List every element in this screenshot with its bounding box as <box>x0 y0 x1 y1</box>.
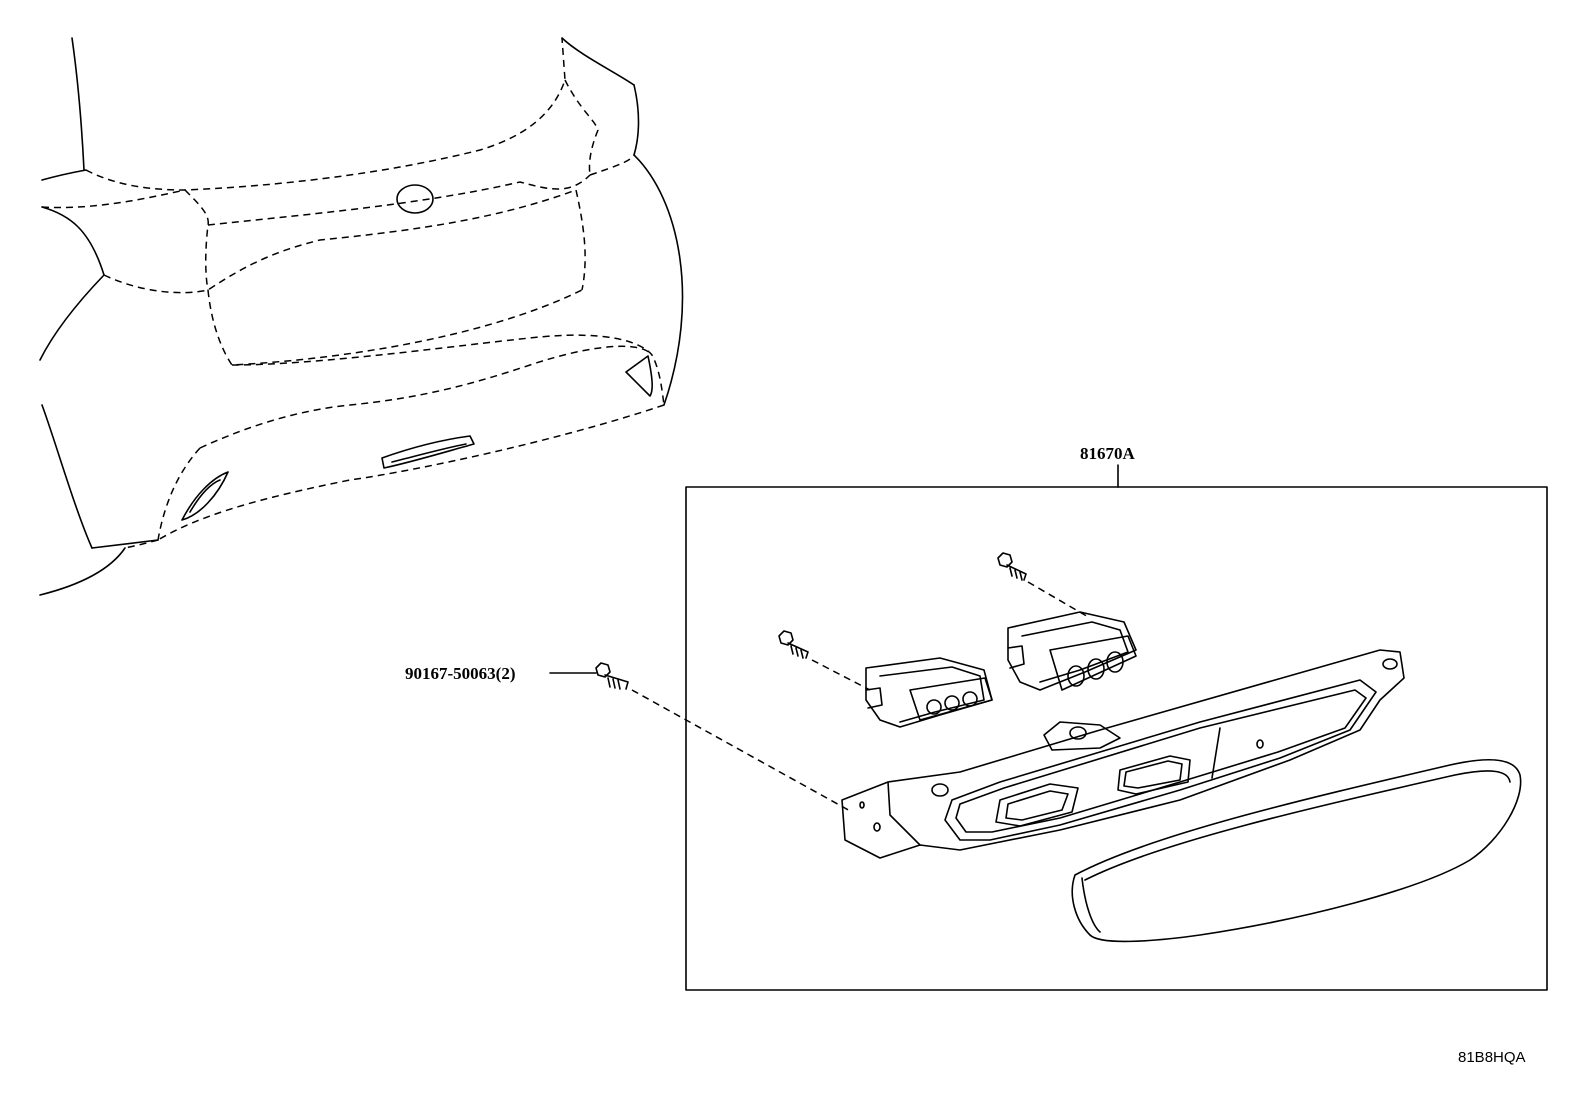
lamp-socket-left <box>865 657 993 728</box>
part-callout-90167: 90167-50063(2) <box>405 664 597 683</box>
assembly-label: 81670A <box>1080 444 1136 463</box>
screw-left-guide <box>631 689 853 813</box>
vehicle-rear-illustration <box>39 37 684 596</box>
screw-left <box>595 662 629 690</box>
screw-top-left <box>778 630 809 659</box>
assembly-box <box>685 486 1548 991</box>
lamp-housing <box>841 649 1405 859</box>
figure-code: 81B8HQA <box>1458 1049 1526 1066</box>
assembly-callout: 81670A <box>685 444 1548 991</box>
screw-top-left-guide <box>811 659 871 691</box>
lamp-socket-right <box>1007 611 1137 691</box>
part-number-label: 90167-50063(2) <box>405 664 515 683</box>
screw-top-right <box>997 552 1027 581</box>
lamp-lens <box>1071 758 1522 943</box>
